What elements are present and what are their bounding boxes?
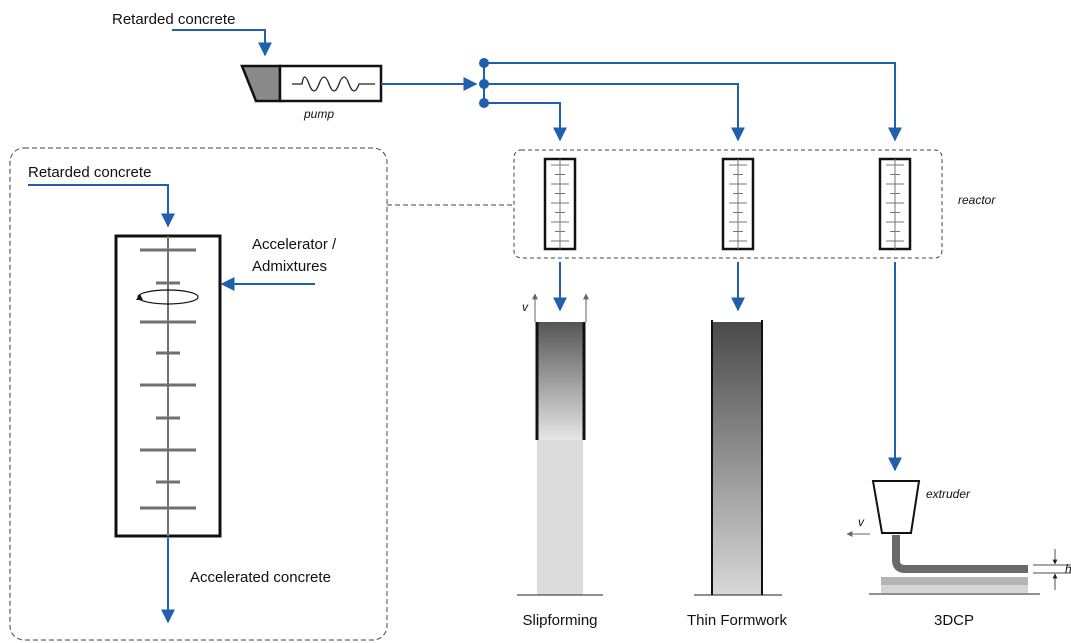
reactor-column-1 <box>543 157 577 251</box>
extruder-label: extruder <box>926 487 971 501</box>
pump-screw <box>292 76 375 92</box>
thin-formwork-process <box>694 320 782 596</box>
slipform-velocity-label: v <box>522 300 529 314</box>
reactor-detail-blades <box>140 248 196 510</box>
layer-height-label: h <box>1065 562 1071 576</box>
process-label-3dcp: 3DCP <box>934 612 974 629</box>
3dcp-process: extruder v h <box>846 480 1071 595</box>
reactor-column-2 <box>721 157 755 251</box>
reactor-group-box <box>513 149 943 259</box>
pump <box>240 64 383 103</box>
input-label-top: Retarded concrete <box>112 11 235 28</box>
input-arrow-top <box>172 29 272 57</box>
additive-label-line1: Accelerator / <box>252 236 337 253</box>
thin-formwork-concrete <box>713 322 761 595</box>
detail-input-label: Retarded concrete <box>28 164 151 181</box>
pump-hopper <box>240 64 282 103</box>
slipforming-fresh-zone <box>537 322 583 440</box>
process-label-thin-formwork: Thin Formwork <box>687 612 788 629</box>
reactor-detail-panel <box>9 147 388 641</box>
rotation-arrowhead-icon <box>136 294 143 300</box>
printed-layer-1 <box>881 585 1028 593</box>
detail-output-label: Accelerated concrete <box>190 569 331 586</box>
splitter <box>479 58 489 108</box>
detail-input-arrow <box>28 184 175 228</box>
feed-arrow-thin-formwork <box>484 83 745 142</box>
reactor-columns <box>543 157 912 251</box>
reactor-label: reactor <box>958 193 996 207</box>
process-label-slipforming: Slipforming <box>522 612 597 629</box>
feed-arrow-slipforming <box>484 102 567 142</box>
printed-layer-2 <box>881 577 1028 585</box>
reactor-column-3 <box>878 157 912 251</box>
extruder-velocity-label: v <box>858 515 865 529</box>
extruded-filament <box>892 535 1028 573</box>
pump-label: pump <box>303 107 334 121</box>
reactor-detail <box>114 234 222 538</box>
additive-label-line2: Admixtures <box>252 258 327 275</box>
feed-arrow-3dcp <box>484 62 902 142</box>
extruder-nozzle <box>871 480 921 534</box>
slipforming-process: v <box>517 293 603 596</box>
